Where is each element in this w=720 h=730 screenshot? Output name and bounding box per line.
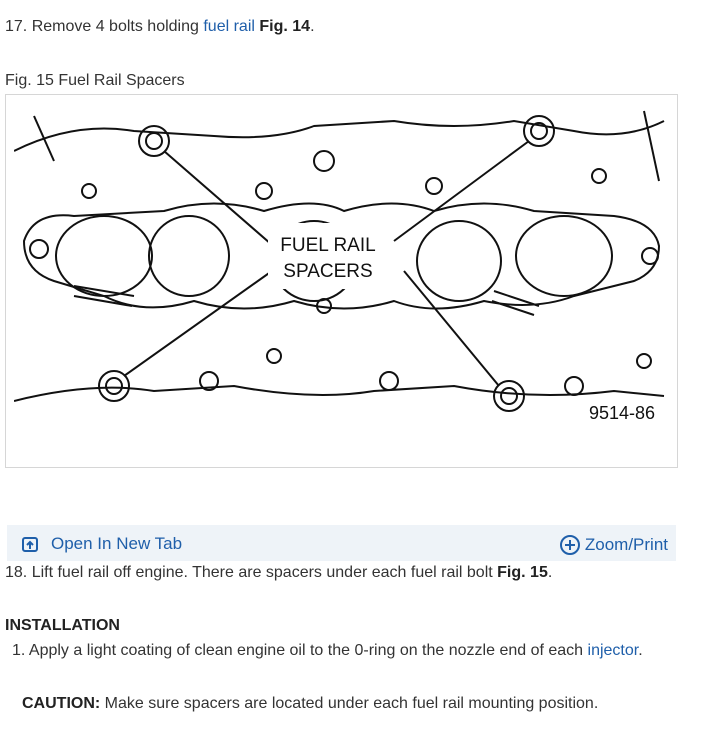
fuel-rail-spacers-illustration: FUEL RAIL SPACERS 9514-86	[14, 101, 668, 424]
figure-code: 9514-86	[589, 403, 655, 423]
installation-step-1: 1. Apply a light coating of clean engine…	[12, 642, 643, 659]
zoom-print-button[interactable]: Zoom/Print	[559, 534, 668, 556]
step-18-text: 18. Lift fuel rail off engine. There are…	[5, 564, 498, 581]
step-17: 17. Remove 4 bolts holding fuel rail Fig…	[5, 18, 315, 35]
figure-caption: Fig. 15 Fuel Rail Spacers	[5, 72, 185, 89]
zoom-print-label: Zoom/Print	[584, 535, 668, 554]
zoom-plus-icon	[559, 535, 580, 555]
figure-label-line2: SPACERS	[283, 261, 372, 282]
installation-step-1-text: 1. Apply a light coating of clean engine…	[12, 642, 588, 659]
open-in-new-tab-label: Open In New Tab	[51, 534, 183, 553]
fig-15-ref: Fig. 15	[497, 564, 548, 581]
open-new-tab-icon	[22, 537, 38, 552]
caution-label: CAUTION:	[22, 695, 101, 712]
step-17-text: 17. Remove 4 bolts holding	[5, 18, 204, 35]
step-18: 18. Lift fuel rail off engine. There are…	[5, 564, 553, 581]
injector-link[interactable]: injector	[587, 642, 639, 659]
open-in-new-tab-button[interactable]: Open In New Tab	[21, 534, 182, 554]
fig-14-ref: Fig. 14	[259, 18, 311, 35]
caution-text: Make sure spacers are located under each…	[100, 695, 599, 712]
caution-note: CAUTION: Make sure spacers are located u…	[22, 695, 598, 713]
figure-label-line1: FUEL RAIL	[280, 235, 375, 256]
installation-heading: INSTALLATION	[5, 617, 120, 634]
fuel-rail-link[interactable]: fuel rail	[203, 18, 255, 35]
figure-toolbar: Open In New Tab Zoom/Print	[7, 525, 676, 561]
figure-container: FUEL RAIL SPACERS 9514-86 Open In New Ta…	[5, 94, 678, 561]
